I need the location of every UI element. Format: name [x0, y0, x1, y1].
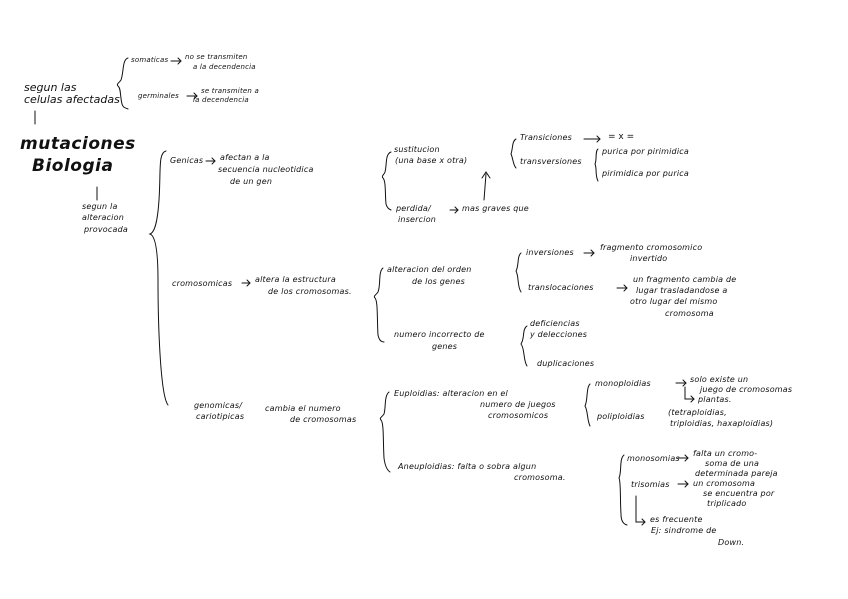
genicas-desc-1: afectan a la [220, 153, 270, 162]
genicas-desc-2: secuencia nucleotidica [218, 165, 314, 174]
monosomias-desc-3: determinada pareja [695, 469, 778, 478]
transversiones-item-1: purica por pirimidica [602, 147, 689, 156]
germinales-desc-2: la decendencia [193, 96, 249, 104]
monosomias-desc-2: soma de una [705, 459, 760, 468]
cromosomicas-desc-2: de los cromosomas. [268, 287, 352, 296]
genomicas-label-1: genomicas/ [194, 401, 243, 410]
translocaciones-label: translocaciones [528, 283, 594, 292]
euploidias-2: numero de juegos [480, 400, 556, 409]
inversiones-desc-1: fragmento cromosomico [600, 243, 703, 252]
trisomias-desc-3: triplicado [707, 499, 747, 508]
translocaciones-desc-4: cromosoma [665, 309, 714, 318]
trisomias-desc-2: se encuentra por [703, 489, 775, 498]
transiciones-value: = x = [608, 132, 635, 142]
alteracion-header-line2: alteracion [82, 213, 124, 222]
alteracion-header-line3: provocada [84, 225, 128, 234]
sustitucion-label-1: sustitucion [394, 145, 440, 154]
cromosomicas-label: cromosomicas [172, 279, 233, 288]
title-line1: mutaciones [20, 134, 136, 154]
duplicaciones-label: duplicaciones [537, 359, 595, 368]
alteracion-orden-1: alteracion del orden [387, 265, 472, 274]
transversiones-item-2: pirimidica por purica [602, 169, 689, 178]
aneuploidias-2: cromosoma. [514, 473, 566, 482]
perdida-label-1: perdida/ [396, 204, 431, 213]
poliploidias-label: poliploidias [597, 412, 645, 421]
genicas-label: Genicas [170, 156, 204, 165]
poliploidias-desc-1: (tetraploidias, [668, 408, 727, 417]
celulas-header-line1: segun las [24, 81, 77, 94]
somaticas-desc-2: a la decendencia [193, 63, 256, 71]
euploidias-1: Euploidias: alteracion en el [394, 389, 508, 398]
deficiencias-2: y delecciones [530, 330, 588, 339]
poliploidias-desc-2: triploidias, haxaploidias) [670, 419, 774, 428]
sustitucion-label-2: (una base x otra) [395, 156, 468, 165]
trisomias-label: trisomias [631, 480, 670, 489]
somaticas-desc-1: no se transmiten [185, 53, 248, 61]
perdida-label-2: insercion [398, 215, 437, 224]
deficiencias-1: deficiencias [530, 319, 580, 328]
monosomias-label: monosomias [627, 454, 680, 463]
inversiones-desc-2: invertido [630, 254, 668, 263]
perdida-desc: mas graves que [462, 204, 529, 213]
aneuploidias-1: Aneuploidias: falta o sobra algun [398, 462, 537, 471]
genicas-desc-3: de un gen [230, 177, 273, 186]
alteracion-header-line1: segun la [82, 202, 118, 211]
celulas-header-line2: celulas afectadas [24, 93, 120, 106]
monoploidias-label: monoploidias [595, 379, 651, 388]
alteracion-orden-2: de los genes [412, 277, 465, 286]
inversiones-label: inversiones [526, 248, 574, 257]
monoploidias-extra: plantas. [698, 395, 732, 404]
germinales-label: germinales [138, 92, 180, 100]
transiciones-label: Transiciones [520, 133, 572, 142]
monoploidias-desc-1: solo existe un [690, 375, 749, 384]
transversiones-label: transversiones [520, 157, 582, 166]
somaticas-label: somaticas [131, 56, 169, 64]
cromosomicas-desc-1: altera la estructura [255, 275, 336, 284]
title-line2: Biologia [32, 156, 114, 176]
frecuente-1: es frecuente [650, 515, 703, 524]
frecuente-2: Ej: sindrome de [651, 526, 717, 535]
monoploidias-desc-2: juego de cromosomas [700, 385, 793, 394]
translocaciones-desc-3: otro lugar del mismo [630, 297, 718, 306]
numero-label-2: genes [432, 342, 458, 351]
frecuente-3: Down. [718, 538, 745, 547]
numero-label-1: numero incorrecto de [394, 330, 485, 339]
germinales-desc-1: se transmiten a [201, 87, 259, 95]
translocaciones-desc-2: lugar trasladandose a [636, 286, 728, 295]
monosomias-desc-1: falta un cromo- [693, 449, 758, 458]
genomicas-desc-2: de cromosomas [290, 415, 357, 424]
euploidias-3: cromosomicos [488, 411, 549, 420]
genomicas-label-2: cariotipicas [196, 412, 245, 421]
genomicas-desc-1: cambia el numero [265, 404, 341, 413]
translocaciones-desc-1: un fragmento cambia de [633, 275, 737, 284]
trisomias-desc-1: un cromosoma [693, 479, 756, 488]
